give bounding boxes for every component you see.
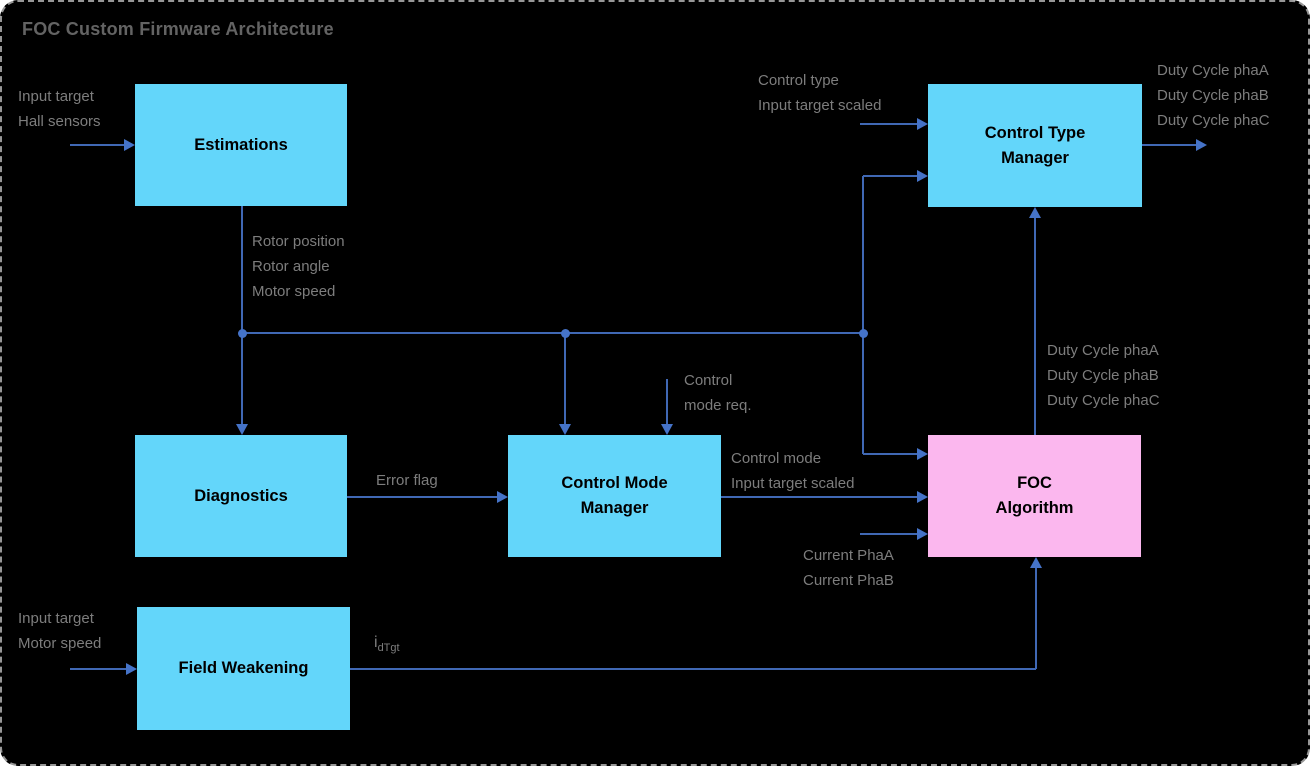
arrow-ctm-output bbox=[1196, 139, 1207, 151]
box-foc-algorithm-label: FOC bbox=[1017, 474, 1052, 492]
arrow-cmm-input-mode-req bbox=[661, 424, 673, 435]
control-mode-req-label: Control mode req. bbox=[684, 368, 752, 418]
estimations-input-label-line: Hall sensors bbox=[18, 113, 101, 130]
cmm-output-label-line: Input target scaled bbox=[731, 475, 855, 492]
box-diagnostics: Diagnostics bbox=[135, 435, 347, 557]
rotor-output-label-line: Rotor angle bbox=[252, 258, 330, 275]
current-input-label: Current PhaA Current PhaB bbox=[803, 543, 894, 593]
error-flag-line bbox=[347, 496, 500, 498]
duty-cycle-internal-label-line: Duty Cycle phaC bbox=[1047, 392, 1160, 409]
junction-to-foc-line-v bbox=[862, 333, 864, 454]
ctm-upper-input-line bbox=[860, 123, 920, 125]
page-title: FOC Custom Firmware Architecture bbox=[22, 19, 334, 39]
control-mode-req-label-line: mode req. bbox=[684, 397, 752, 414]
error-flag-label: Error flag bbox=[376, 468, 438, 493]
arrow-ctm-input-upper bbox=[917, 118, 928, 130]
control-mode-req-label-line: Control bbox=[684, 372, 733, 389]
ctm-output-line bbox=[1142, 144, 1199, 146]
ctm-input-label-line: Control type bbox=[758, 72, 839, 89]
junction-dot-right bbox=[858, 328, 868, 338]
arrow-ctm-input-duty bbox=[1029, 207, 1041, 218]
junction-to-ctm-line-v bbox=[862, 176, 864, 333]
duty-cycle-internal-label: Duty Cycle phaA Duty Cycle phaB Duty Cycle… bbox=[1047, 338, 1160, 413]
fw-input-label-line: Input target bbox=[18, 610, 94, 627]
box-control-type-manager-label: Manager bbox=[1001, 148, 1069, 167]
box-diagnostics-label: Diagnostics bbox=[194, 486, 288, 505]
junction-to-ctm-line-h bbox=[863, 175, 920, 177]
estimations-output-line bbox=[241, 206, 243, 333]
duty-cycle-output-label: Duty Cycle phaA Duty Cycle phaB Duty Cycle… bbox=[1157, 58, 1270, 133]
box-control-mode-manager-label: Control Mode bbox=[561, 474, 668, 492]
cmm-to-foc-line bbox=[721, 496, 920, 498]
rotor-output-label-line: Motor speed bbox=[252, 283, 336, 300]
box-foc-algorithm-label: Algorithm bbox=[995, 499, 1074, 517]
ctm-input-label-line: Input target scaled bbox=[758, 97, 882, 114]
arrow-diagnostics-input bbox=[236, 424, 248, 435]
junction-dot-cmm bbox=[560, 328, 570, 338]
box-control-mode-manager-label: Manager bbox=[580, 499, 649, 517]
junction-dot-estimations bbox=[237, 328, 247, 338]
box-field-weakening: Field Weakening bbox=[137, 607, 350, 730]
duty-cycle-output-label-line: Duty Cycle phaA bbox=[1157, 62, 1269, 79]
error-flag-label-line: Error flag bbox=[376, 472, 438, 489]
idtgt-sub: dTgt bbox=[377, 642, 400, 655]
junction-to-diagnostics-line bbox=[241, 333, 243, 427]
arrow-ctm-input-lower bbox=[917, 170, 928, 182]
junction-to-foc-line-h bbox=[863, 453, 920, 455]
current-input-line bbox=[860, 533, 920, 535]
fw-output-line-v bbox=[1035, 565, 1037, 669]
idtgt-main: i bbox=[374, 634, 378, 651]
box-control-type-manager-label: Control Type bbox=[984, 123, 1086, 142]
duty-cycle-output-label-line: Duty Cycle phaC bbox=[1157, 112, 1270, 129]
fw-input-line bbox=[70, 668, 129, 670]
arrow-foc-input-idtgt bbox=[1030, 557, 1042, 568]
junction-to-cmm-line bbox=[564, 333, 566, 427]
arrow-estimations-input bbox=[124, 139, 135, 151]
box-estimations-label: Estimations bbox=[194, 135, 288, 154]
estimations-input-label-line: Input target bbox=[18, 88, 94, 105]
duty-cycle-output-label-line: Duty Cycle phaB bbox=[1157, 87, 1269, 104]
foc-to-ctm-line bbox=[1034, 215, 1036, 435]
box-field-weakening-label: Field Weakening bbox=[178, 659, 309, 677]
arrow-foc-input-control bbox=[917, 491, 928, 503]
control-mode-req-line bbox=[666, 379, 668, 427]
current-input-label-line: Current PhaB bbox=[803, 572, 894, 589]
junction-bus-line bbox=[242, 332, 863, 334]
duty-cycle-internal-label-line: Duty Cycle phaA bbox=[1047, 342, 1159, 359]
arrow-cmm-input-error bbox=[497, 491, 508, 503]
arrow-fw-input bbox=[126, 663, 137, 675]
current-input-label-line: Current PhaA bbox=[803, 547, 894, 564]
arrow-cmm-input-junction bbox=[559, 424, 571, 435]
fw-output-line-h bbox=[350, 668, 1036, 670]
box-foc-algorithm: FOC Algorithm bbox=[928, 435, 1141, 557]
arrow-foc-input-rotor bbox=[917, 448, 928, 460]
cmm-output-label-line: Control mode bbox=[731, 450, 822, 467]
estimations-input-line bbox=[70, 144, 127, 146]
duty-cycle-internal-label-line: Duty Cycle phaB bbox=[1047, 367, 1159, 384]
idtgt-label: idTgt bbox=[374, 630, 400, 661]
rotor-output-label-line: Rotor position bbox=[252, 233, 345, 250]
box-estimations: Estimations bbox=[135, 84, 347, 206]
arrow-foc-input-current bbox=[917, 528, 928, 540]
fw-input-label-line: Motor speed bbox=[18, 635, 102, 652]
